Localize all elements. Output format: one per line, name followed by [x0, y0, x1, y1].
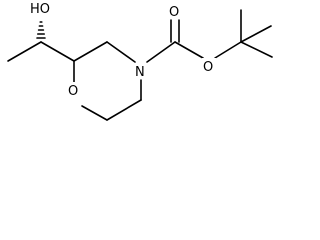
- bond-c1-c2: [40, 41, 75, 62]
- bond-tertiary-c-methyl-right: [240, 25, 272, 43]
- ester-oxygen-label: O: [203, 60, 213, 75]
- hashed-wedge-bond-c1-oh: [36, 21, 46, 39]
- bond-tertiary-c-methyl-bottom: [240, 41, 273, 58]
- bond-ester-o-tertiary-c: [214, 41, 242, 59]
- ring-nitrogen-label-group: N: [134, 63, 148, 80]
- hydroxyl-label: HO: [30, 2, 50, 17]
- bond-methyl-c1: [7, 41, 42, 62]
- bond-c2-c3: [73, 41, 108, 62]
- bond-c6-o: [81, 105, 108, 121]
- ester-oxygen-label-group: O: [202, 58, 216, 75]
- bond-c3-n: [106, 41, 136, 63]
- ring-oxygen-label-group: O: [67, 82, 81, 99]
- hydroxyl-label-group: HO: [28, 0, 54, 17]
- carbonyl-oxygen-label-group: O: [168, 3, 182, 20]
- bond-n-carbonyl-carbon: [146, 41, 176, 63]
- bond-carbonyl-ester-o: [174, 41, 204, 59]
- ring-oxygen-label: O: [68, 84, 78, 99]
- ring-nitrogen-label: N: [135, 65, 145, 80]
- carbonyl-oxygen-label: O: [169, 5, 179, 20]
- bonds: [7, 9, 273, 121]
- atom-labels: HO O N O O: [28, 0, 216, 99]
- chemical-structure-diagram: HO O N O O: [7, 0, 273, 121]
- bond-c5-c6: [106, 99, 142, 121]
